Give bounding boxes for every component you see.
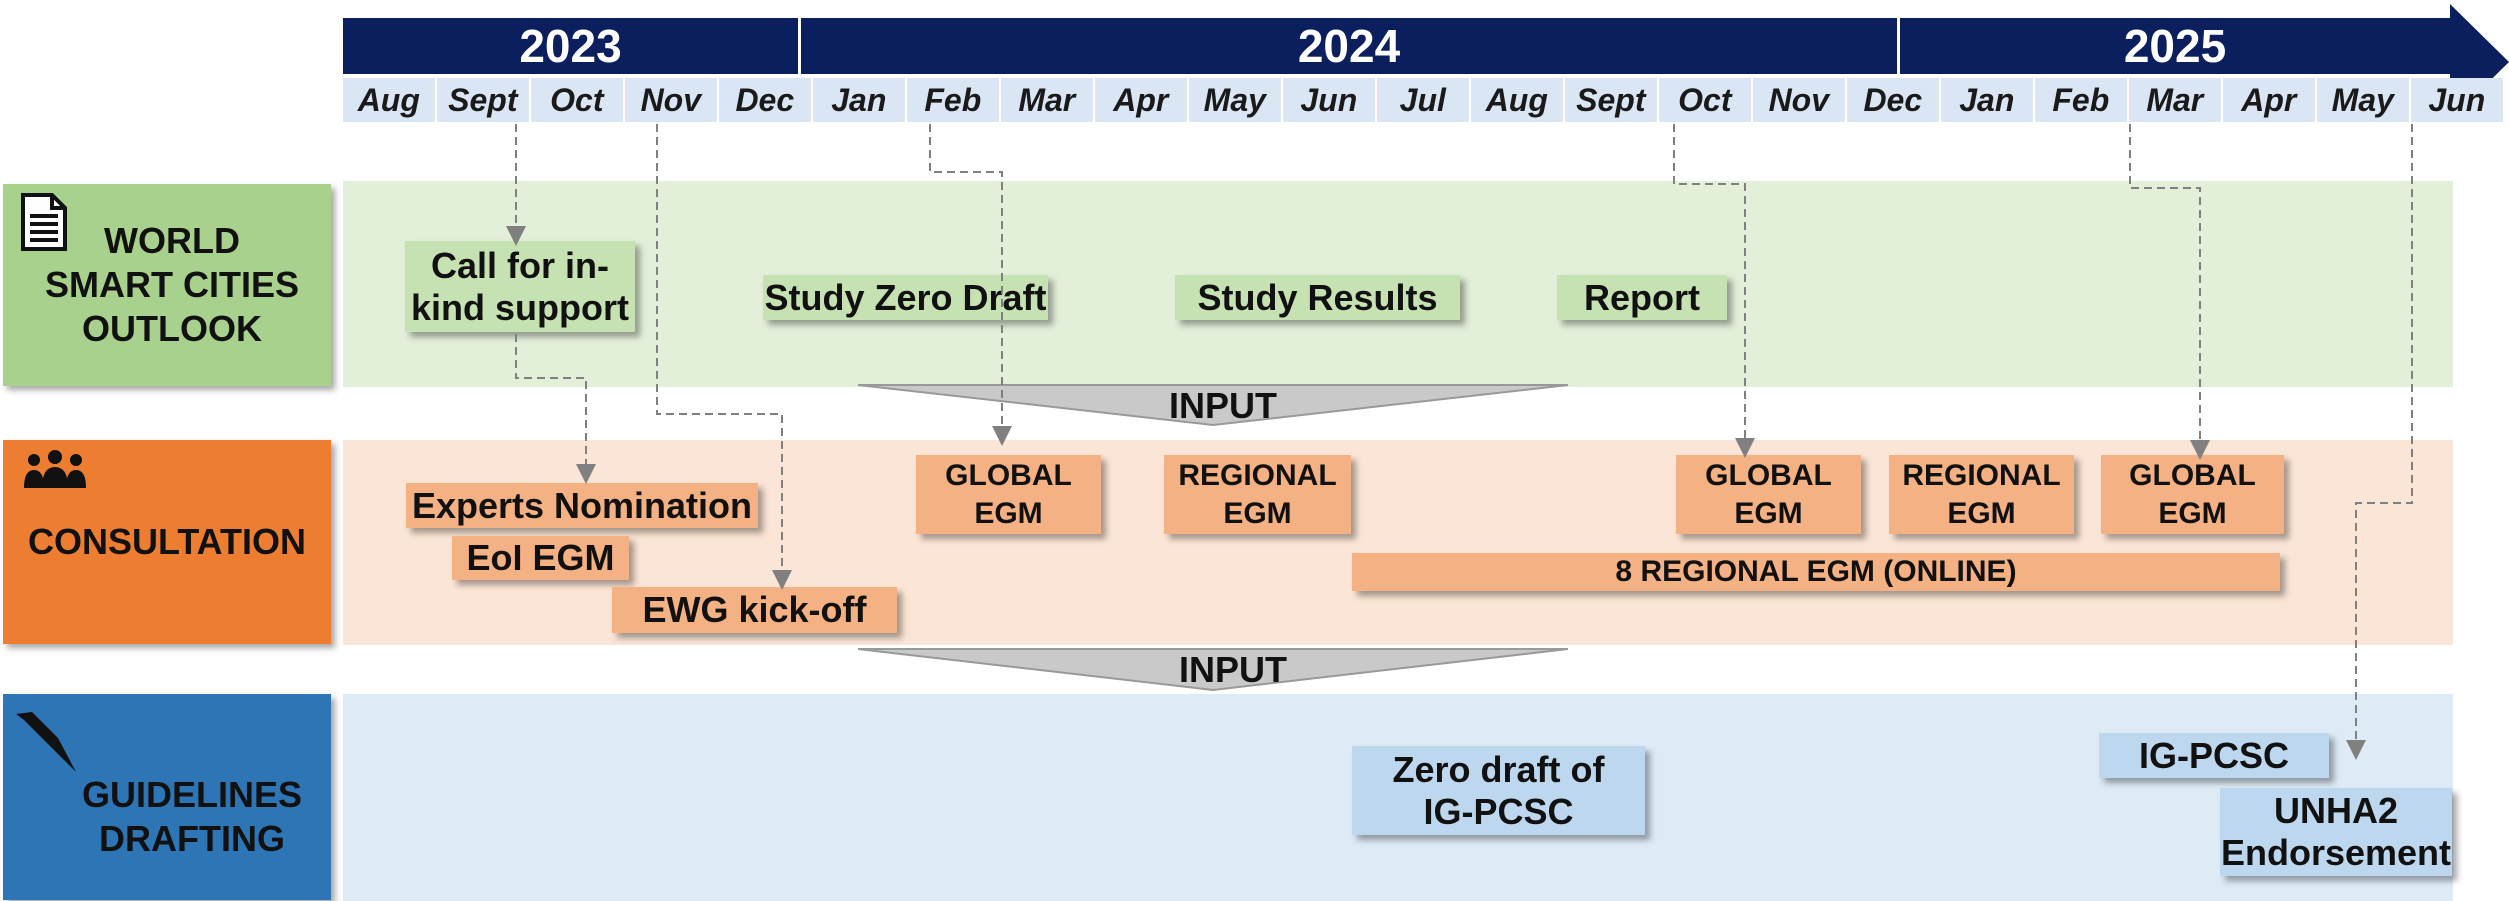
year-2025: 2025 xyxy=(1900,18,2450,74)
eoi-egm-box: EoI EGM xyxy=(452,536,629,580)
global-egm-box-1: GLOBAL EGM xyxy=(916,455,1101,534)
month-cell: Mar xyxy=(1001,78,1093,122)
zero-draft-igpcsc-box: Zero draft of IG-PCSC xyxy=(1352,746,1645,835)
lane-label-drafting: GUIDELINES DRAFTING xyxy=(3,694,331,900)
study-results-box: Study Results xyxy=(1175,275,1460,320)
regional-egm-box-2: REGIONAL EGM xyxy=(1889,455,2074,534)
month-cell: Dec xyxy=(719,78,811,122)
month-cell: Apr xyxy=(2223,78,2315,122)
global-egm-text-3: GLOBAL EGM xyxy=(2129,458,2256,530)
month-cell: Jan xyxy=(1941,78,2033,122)
people-icon xyxy=(22,448,88,492)
regional-egm-text-1: REGIONAL EGM xyxy=(1178,458,1337,530)
regional-online-egm-bar: 8 REGIONAL EGM (ONLINE) xyxy=(1352,553,2280,591)
month-cell: Aug xyxy=(343,78,435,122)
month-cell: Jan xyxy=(813,78,905,122)
month-cell: Sept xyxy=(437,78,529,122)
document-icon xyxy=(20,192,70,252)
igpcsc-box: IG-PCSC xyxy=(2099,733,2329,778)
year-2024: 2024 xyxy=(801,18,1897,74)
month-cell: Dec xyxy=(1847,78,1939,122)
lane-title-drafting: GUIDELINES DRAFTING xyxy=(81,774,303,859)
call-for-support-box: Call for in- kind support xyxy=(405,241,635,332)
month-cell: Nov xyxy=(625,78,717,122)
report-box: Report xyxy=(1557,275,1727,320)
unha2-endorsement-box: UNHA2 Endorsement xyxy=(2220,788,2452,876)
month-cell: May xyxy=(2317,78,2409,122)
ewg-kickoff-box: EWG kick-off xyxy=(612,587,897,633)
regional-egm-text-2: REGIONAL EGM xyxy=(1902,458,2061,530)
month-cell: Jun xyxy=(2411,78,2503,122)
global-egm-text-2: GLOBAL EGM xyxy=(1705,458,1832,530)
month-cell: Aug xyxy=(1471,78,1563,122)
month-cell: Mar xyxy=(2129,78,2221,122)
month-cell: Oct xyxy=(1659,78,1751,122)
experts-nomination-box: Experts Nomination xyxy=(406,483,758,528)
input-label-2: INPUT xyxy=(1179,649,1287,690)
study-zero-draft-box: Study Zero Draft xyxy=(763,275,1048,320)
zero-draft-igpcsc-text: Zero draft of IG-PCSC xyxy=(1392,748,1605,832)
year-2023: 2023 xyxy=(343,18,798,74)
month-cell: Sept xyxy=(1565,78,1657,122)
call-for-support-text: Call for in- kind support xyxy=(411,244,629,328)
month-cell: Jul xyxy=(1377,78,1469,122)
month-cell: Jun xyxy=(1283,78,1375,122)
unha2-endorsement-text: UNHA2 Endorsement xyxy=(2220,790,2452,873)
global-egm-text-1: GLOBAL EGM xyxy=(945,458,1072,530)
month-cell: Feb xyxy=(907,78,999,122)
lane-title-consultation: CONSULTATION xyxy=(28,521,306,562)
month-cell: Apr xyxy=(1095,78,1187,122)
lane-title-outlook: WORLD SMART CITIES OUTLOOK xyxy=(44,220,299,349)
input-label-1: INPUT xyxy=(1169,385,1277,426)
month-cell: Nov xyxy=(1753,78,1845,122)
pen-icon xyxy=(10,708,80,778)
global-egm-box-3: GLOBAL EGM xyxy=(2101,455,2284,534)
global-egm-box-2: GLOBAL EGM xyxy=(1676,455,1861,534)
lane-label-consultation: CONSULTATION xyxy=(3,440,331,644)
month-cell: Feb xyxy=(2035,78,2127,122)
regional-egm-box-1: REGIONAL EGM xyxy=(1164,455,1351,534)
lane-label-outlook: WORLD SMART CITIES OUTLOOK xyxy=(3,184,331,386)
month-cell: Oct xyxy=(531,78,623,122)
month-cell: May xyxy=(1189,78,1281,122)
